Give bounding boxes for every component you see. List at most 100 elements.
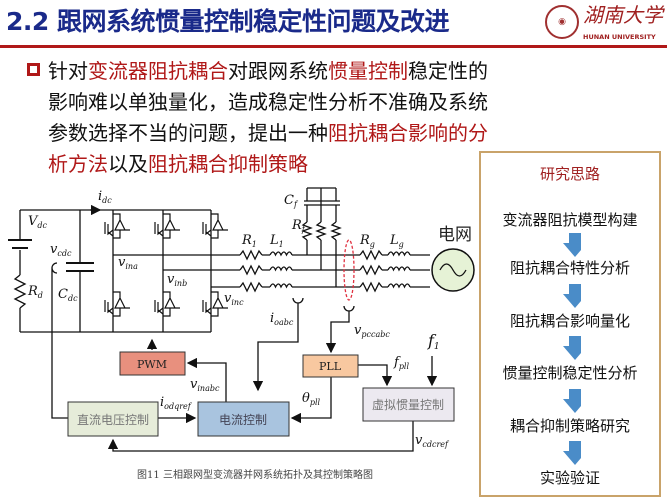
label: odqref [164,402,193,411]
igbt-bridge [104,213,228,317]
pll-label: PLL [319,360,342,373]
flow-title: 研究思路 [539,165,600,183]
label: C [284,193,294,208]
down-arrow-icon [563,233,581,257]
label: pll [399,362,410,371]
label: pccabc [361,330,390,339]
text: 以及 [108,152,148,176]
svg-text:Vdc: Vdc [28,214,48,230]
highlight: 阻抗耦合抑制策略 [148,152,308,176]
svg-text:Rd: Rd [27,284,43,300]
label: R [359,233,370,248]
figure-caption: 图11 三相跟网型变流器并网系统拓扑及其控制策略图 [137,468,373,481]
label: f [427,331,437,350]
label: C [58,287,68,302]
label: R [291,218,302,233]
label: v [167,272,175,287]
svg-text:idc: idc [98,189,112,205]
slide-title: 2.2 跟网系统惯量控制稳定性问题及改进 [6,7,450,36]
svg-text:vinb: vinb [167,272,187,288]
label: θ [302,391,310,406]
virtual-inertia-control-block [362,387,455,422]
label: v [415,433,423,448]
label: d [38,291,43,300]
flow-step: 阻抗耦合特性分析 [509,259,630,277]
logo-cn: 湖南大学 [583,3,663,27]
text: 针对 [48,59,88,83]
pwm-block [119,351,186,376]
dc-voltage-control-block [67,401,159,437]
down-arrow-icon [563,284,581,308]
circuit-diagram: PWM PLL 直流电压控制 电流控制 虚拟惯量控制 电网 图11 三相跟网型变… [8,187,475,481]
down-arrow-icon [563,389,581,413]
down-arrow-icon [563,441,581,465]
svg-text:θpll: θpll [302,391,321,407]
grid-label: 电网 [438,225,472,245]
label: L [389,233,399,248]
label: f [301,225,307,234]
university-logo: ◉ 湖南大学 HUNAN UNIVERSITY [545,3,665,43]
rd-resistor [13,274,27,309]
svg-text:R1: R1 [241,233,257,249]
label: 1 [279,240,284,249]
svg-text:iodqref: iodqref [160,395,193,411]
flow-step: 惯量控制稳定性分析 [502,364,638,382]
current-control-block [197,401,290,437]
down-arrow-icon [563,336,581,360]
flow-step: 实验验证 [539,469,600,487]
svg-text:Rg: Rg [359,233,375,249]
text: 稳定性的影响难以单独量化，造成稳定性分析不准确及系统参数选择不当的问题，提出一种 [48,59,488,145]
svg-text:vinabc: vinabc [190,377,220,393]
virtual-inertia-label: 虚拟惯量控制 [372,397,444,412]
label: i [160,395,164,410]
svg-text:vpccabc: vpccabc [354,323,390,339]
pll-block [302,354,359,378]
svg-text:vcdcref: vcdcref [415,433,450,449]
label: dc [102,196,112,205]
svg-text:ioabc: ioabc [270,311,294,327]
svg-text:L1: L1 [269,233,284,249]
label: f [393,355,401,370]
label: R [27,284,38,299]
flow-step: 变流器阻抗模型构建 [502,211,638,229]
bullet-text: 针对变流器阻抗耦合对跟网系统惯量控制稳定性的影响难以单独量化，造成稳定性分析不准… [48,56,493,180]
svg-text:f1: f1 [427,331,440,352]
label: oabc [274,318,294,327]
research-flow-box: 研究思路 变流器阻抗模型构建 阻抗耦合特性分析 阻抗耦合影响量化 惯量控制稳定性… [479,151,661,497]
label: g [370,240,375,249]
label: g [399,240,404,249]
label: i [98,189,102,204]
label: inb [174,279,187,288]
label: inabc [197,384,220,393]
current-control-label: 电流控制 [219,413,267,427]
label: inc [231,298,244,307]
highlight: 变流器阻抗耦合 [88,59,228,83]
svg-text:vina: vina [118,255,138,271]
dc-control-label: 直流电压控制 [77,413,149,427]
pwm-label: PWM [137,358,167,371]
highlight: 惯量控制 [328,59,408,83]
label: R [241,233,252,248]
label: v [224,291,232,306]
label: ina [125,262,138,271]
label: v [50,242,58,257]
label: i [270,311,274,326]
logo-en: HUNAN UNIVERSITY [583,33,656,41]
label: dc [37,221,47,230]
highlight: 阻抗耦合影响的分析方法 [48,121,488,176]
label: 1 [434,342,440,352]
svg-text:Cdc: Cdc [58,287,78,303]
label: L [269,233,279,248]
label: f [293,200,299,209]
label: pll [310,398,321,407]
flow-step: 阻抗耦合影响量化 [509,312,630,330]
text: 对跟网系统 [228,59,328,83]
label: v [118,255,126,270]
svg-text:fpll: fpll [393,355,409,371]
label: cdcref [422,440,450,449]
label: cdc [57,249,72,258]
flow-step: 耦合抑制策略研究 [509,417,630,435]
label: 1 [252,240,257,249]
label: dc [68,294,78,303]
svg-text:vcdc: vcdc [50,242,72,258]
